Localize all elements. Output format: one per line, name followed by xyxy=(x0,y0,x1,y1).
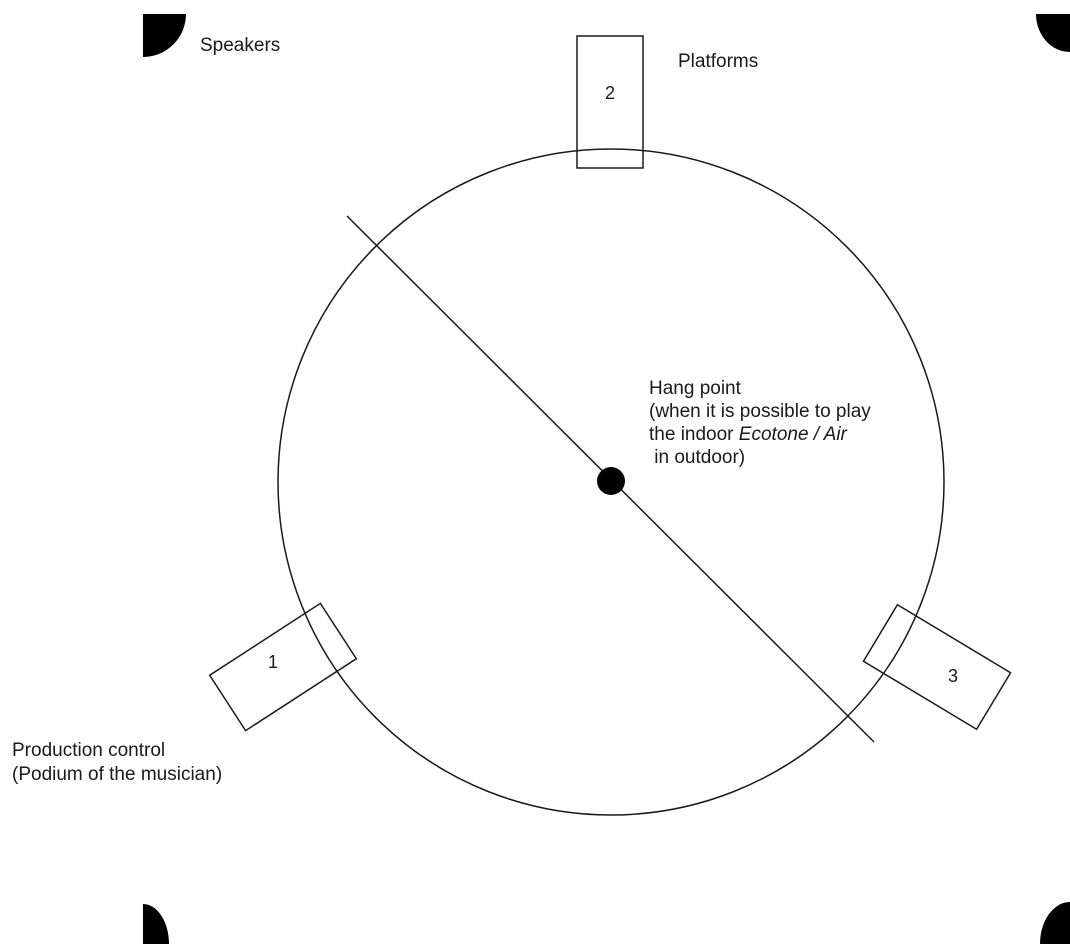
platform-3-number: 3 xyxy=(948,666,958,686)
speaker-top-left xyxy=(143,14,186,57)
hang-point-piece-line: the indoor Ecotone / Air xyxy=(649,423,871,446)
speaker-bottom-left xyxy=(143,904,169,944)
platform-1 xyxy=(208,602,358,732)
speaker-bottom-right xyxy=(1040,902,1070,944)
hang-point-condition: (when it is possible to play xyxy=(649,401,871,422)
platform-3 xyxy=(862,603,1012,731)
production-control-title: Production control xyxy=(12,740,166,761)
speakers-label: Speakers xyxy=(200,35,281,56)
hang-point-piece-name: Ecotone / Air xyxy=(738,424,847,445)
hang-point-label: Hang point (when it is possible to play … xyxy=(649,377,871,469)
production-control-label: Production control (Podium of the musici… xyxy=(12,739,222,787)
production-control-subtitle: (Podium of the musician) xyxy=(12,764,223,785)
speaker-top-right xyxy=(1036,14,1070,52)
performance-circle xyxy=(277,148,945,816)
platforms-label: Platforms xyxy=(678,51,759,72)
hang-point-outdoor: in outdoor) xyxy=(649,447,746,468)
hang-point-prefix: the indoor xyxy=(649,424,739,445)
hang-point-title: Hang point xyxy=(649,378,741,399)
platform-2-number: 2 xyxy=(605,83,615,103)
platform-2: 2 xyxy=(576,35,644,169)
hang-point-dot xyxy=(597,467,625,495)
platform-1-number: 1 xyxy=(268,652,278,672)
